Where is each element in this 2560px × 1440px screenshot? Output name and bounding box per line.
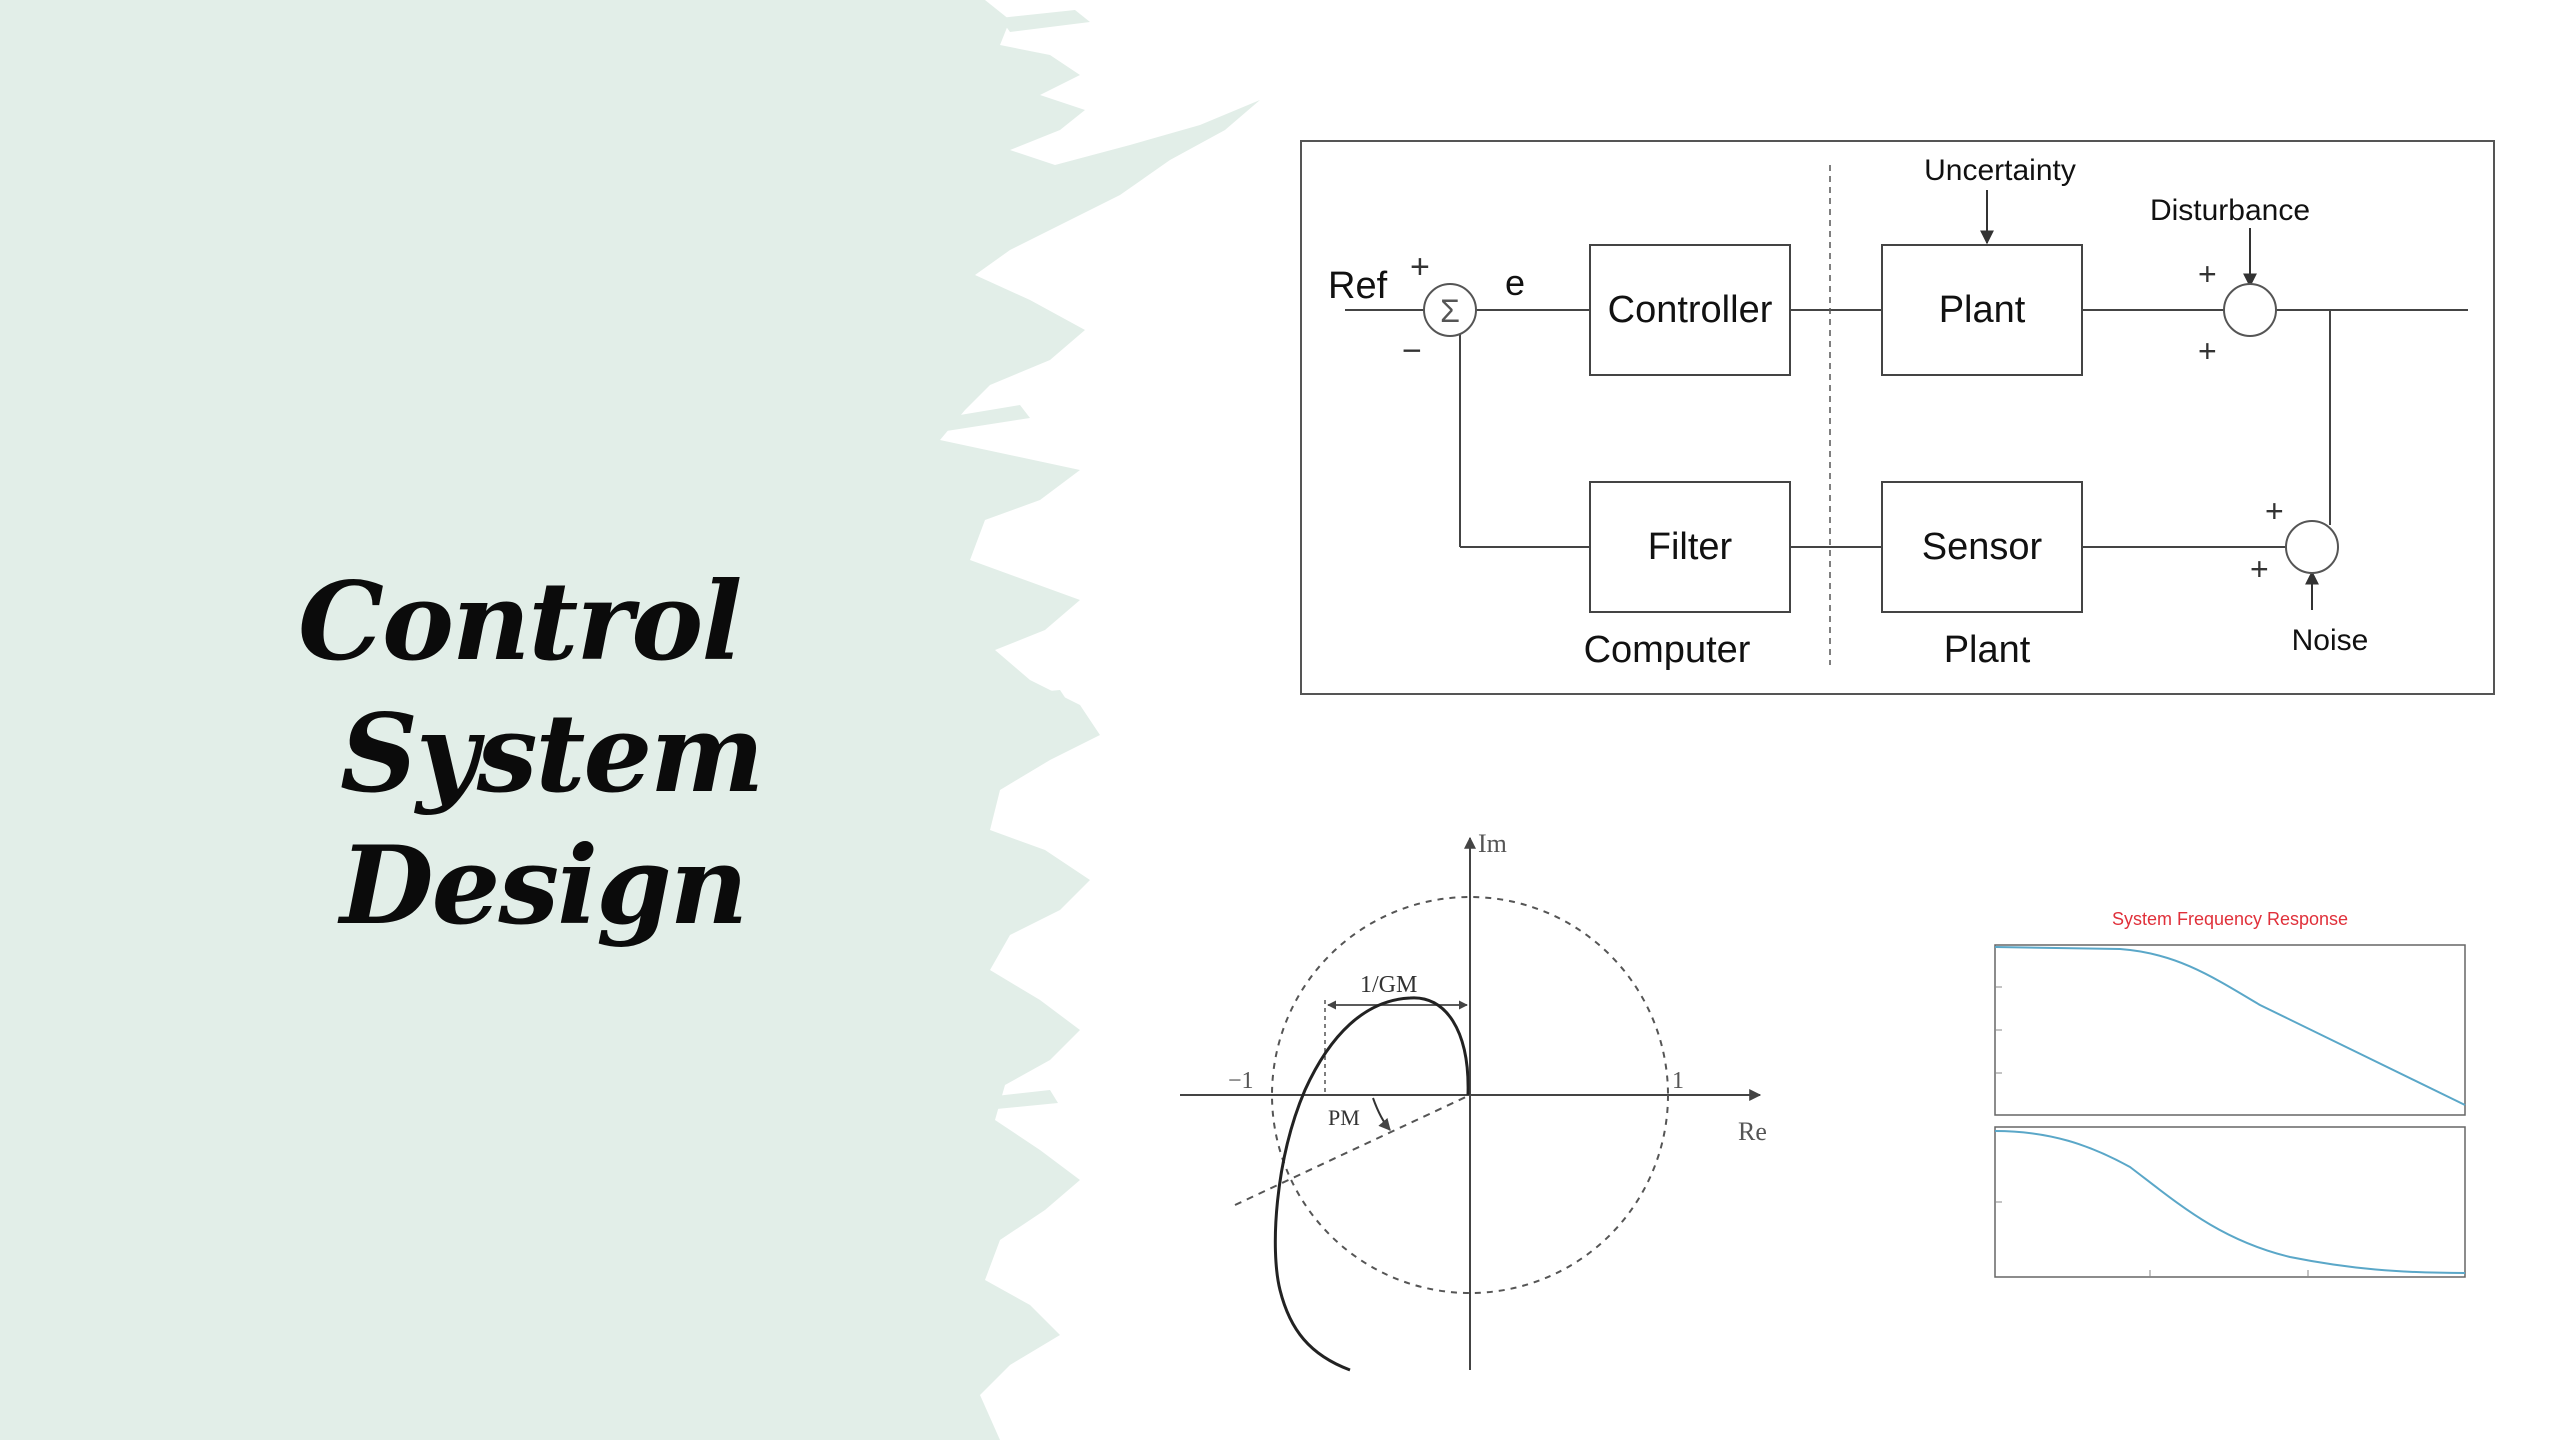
re-label: Re	[1738, 1117, 1767, 1146]
wash-streak-2	[930, 405, 1030, 432]
wash-streak-3	[950, 690, 1068, 712]
controller-block	[1589, 244, 1791, 376]
computer-section-label: Computer	[1584, 629, 1751, 671]
signal-wires	[1345, 309, 2468, 548]
pm-label: PM	[1328, 1105, 1360, 1130]
phase-ticks	[1995, 1201, 2309, 1277]
magnitude-axes	[1994, 944, 2466, 1116]
im-label: Im	[1478, 830, 1507, 858]
sum-plus-label: +	[1410, 248, 1430, 286]
control-block-diagram: Σ Ref + − e Controller Plant Filter Sens…	[1300, 140, 2495, 695]
wash-streak-1	[1000, 10, 1090, 32]
plus-label-3: +	[2265, 493, 2284, 529]
bode-title: System Frequency Response	[2112, 909, 2348, 929]
minus-one-label: −1	[1228, 1068, 1254, 1094]
filter-block	[1589, 481, 1791, 613]
error-label: e	[1505, 262, 1525, 303]
bode-plot: System Frequency Response	[1994, 909, 2466, 1278]
plus-label-1: +	[2198, 256, 2217, 292]
sensor-block	[1881, 481, 2083, 613]
magnitude-ticks	[1995, 986, 2002, 1074]
plus-label-2: +	[2198, 333, 2217, 369]
uncertainty-label: Uncertainty	[1924, 154, 2076, 187]
sum-junction-disturbance	[2223, 283, 2277, 337]
wash-streak-4	[960, 1090, 1058, 1112]
gm-label: 1/GM	[1360, 972, 1417, 998]
plant-block	[1881, 244, 2083, 376]
title-line-2: System	[340, 691, 764, 817]
title-line-1: Control	[298, 559, 742, 685]
wash-shape	[0, 0, 1260, 1440]
plus-label-4: +	[2250, 551, 2269, 587]
plant-section-label: Plant	[1944, 629, 2031, 671]
filter-label: Filter	[1648, 526, 1733, 568]
disturbance-label: Disturbance	[2150, 194, 2310, 227]
phase-curve	[1994, 1130, 2466, 1274]
noise-label: Noise	[2292, 624, 2369, 657]
pm-arc	[1372, 1097, 1391, 1131]
title-line-3: Design	[340, 823, 748, 949]
ref-label: Ref	[1328, 265, 1388, 307]
magnitude-curve	[1994, 946, 2466, 1106]
plant-top-label: Plant	[1939, 289, 2026, 331]
phase-margin-line	[1234, 1094, 1471, 1206]
nyquist-plot: Im Re −1 1 1/GM PM	[1180, 830, 1767, 1372]
nyquist-curve	[1273, 996, 1470, 1372]
sum-junction-noise	[2285, 520, 2339, 574]
controller-label: Controller	[1608, 289, 1773, 331]
unit-circle	[1271, 896, 1669, 1294]
sum-symbol: Σ	[1440, 293, 1460, 329]
one-label: 1	[1672, 1068, 1684, 1094]
phase-axes	[1994, 1126, 2466, 1278]
sum-junction-main	[1423, 283, 1477, 337]
sensor-label: Sensor	[1922, 526, 2043, 568]
sum-minus-label: −	[1402, 332, 1422, 370]
